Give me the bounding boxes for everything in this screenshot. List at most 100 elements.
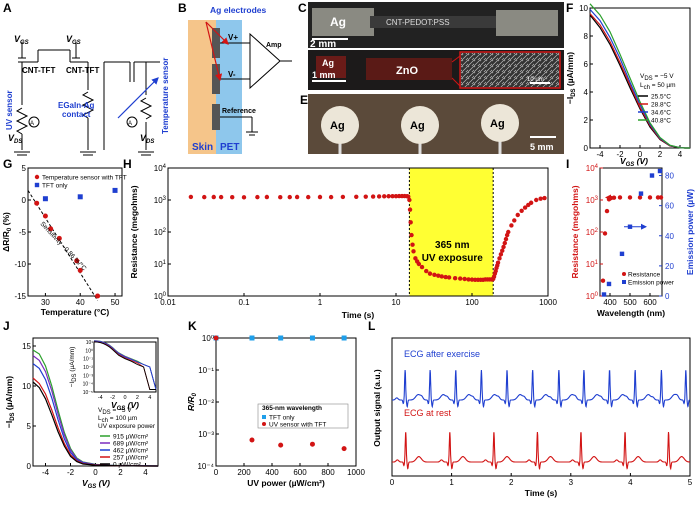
f-annot-lch: Lch = 50 µm [640, 82, 676, 91]
h-point [462, 276, 467, 282]
h-point [407, 207, 413, 212]
i-legend-label: Emission power [628, 280, 675, 287]
skin-label: Skin [192, 142, 213, 153]
h-point [340, 194, 346, 200]
g-ytick-label: 5 [22, 164, 27, 173]
panel-label-g: G [3, 157, 12, 171]
g-legend-marker [34, 182, 40, 188]
i-point [647, 195, 653, 200]
contact-label: EGaIn-Ag [58, 101, 95, 110]
l-ecg-exercise-line [392, 369, 690, 409]
h-point [188, 194, 194, 200]
h-xtick-label: 10 [392, 298, 401, 307]
panel-label-d: D [300, 51, 309, 65]
i-point [600, 278, 606, 283]
g-annotation: Sensitivity −0.86 %/°C [39, 220, 89, 273]
f-ytick-label: 6 [584, 60, 589, 69]
i-point [602, 231, 608, 236]
k-legend-box [257, 403, 349, 429]
k-point [278, 442, 284, 448]
i-point [604, 208, 610, 214]
k-ytick-label: 10⁻⁴ [197, 462, 214, 471]
g-xtick-label: 40 [76, 298, 85, 307]
j-inset-frame [93, 341, 157, 393]
i-y2tick-label: 60 [665, 202, 674, 211]
panel-e-ag-1: Ag [330, 120, 345, 132]
i-xtick-label: 600 [643, 298, 657, 307]
j-ytick-label: 0 [27, 462, 32, 471]
k-ytick-label: 10⁰ [202, 334, 214, 343]
j-xtick-label: 4 [143, 468, 148, 477]
h-point [542, 195, 547, 201]
panel-label-c: C [298, 1, 307, 15]
l-label-rest: ECG at rest [404, 408, 452, 418]
l-xtick-label: 4 [628, 478, 633, 487]
k-point [249, 335, 255, 341]
j-ytick-label: 15 [22, 342, 31, 351]
h-point [458, 276, 463, 281]
k-ytick-label: 10⁻¹ [198, 366, 214, 375]
h-uv-shade [409, 168, 494, 296]
h-shade-label-2: UV exposure [422, 253, 484, 264]
k-point [278, 335, 284, 341]
h-point [407, 197, 412, 203]
h-point [503, 236, 509, 242]
panel-d-film: ZnO [396, 65, 418, 77]
j-inset-ytick-label: 10⁻² [83, 365, 93, 371]
h-point [538, 196, 543, 201]
h-xtick-label: 0.01 [160, 298, 176, 307]
k-xtick-label: 1000 [347, 468, 365, 477]
i-point [638, 191, 644, 196]
g-legend-label: TFT only [42, 183, 68, 190]
h-point [443, 274, 448, 280]
l-xtick-label: 5 [688, 478, 693, 487]
k-xtick-label: 800 [321, 468, 335, 477]
h-point [241, 195, 247, 200]
h-point [469, 277, 475, 282]
cnt-tft-label-1: CNT-TFT [22, 66, 55, 75]
j-legend-title: UV exposure power [98, 423, 156, 430]
h-point [354, 194, 359, 199]
i-point [601, 292, 607, 297]
temp-arrow [117, 77, 159, 119]
i-y2tick-label: 80 [665, 172, 674, 181]
h-point [432, 272, 437, 277]
j-annot-vds: VDS = −5 V [98, 407, 132, 416]
f-xlabel: VGS (V) [620, 156, 648, 168]
f-ytick-label: 2 [584, 116, 589, 125]
h-point [509, 223, 514, 228]
j-legend-label: 0 µW/cm² [113, 462, 142, 469]
h-point [306, 194, 311, 200]
g-ytick-label: 0 [22, 196, 27, 205]
j-series-line [32, 381, 158, 467]
f-annot-vds: VDS = −5 V [640, 73, 674, 82]
panel-label-a: A [3, 1, 12, 15]
k-xtick-label: 600 [293, 468, 307, 477]
g-point [42, 196, 48, 202]
panel-label-f: F [566, 1, 573, 15]
h-point [416, 261, 422, 267]
j-ytick-label: 10 [22, 382, 31, 391]
panel-c-photo [308, 2, 564, 48]
l-ylabel: Output signal (a.u.) [372, 369, 382, 447]
f-series-line [589, 13, 690, 149]
h-xtick-label: 1000 [539, 298, 557, 307]
l-ecg-rest-line [392, 431, 690, 471]
j-xtick-label: 0 [93, 468, 98, 477]
k-xlabel: UV power (µW/cm²) [247, 478, 325, 488]
j-annot-lch: Lch = 100 µm [98, 415, 137, 424]
h-xtick-label: 100 [465, 298, 479, 307]
g-fit-line [27, 190, 99, 301]
contact-label-2: contact [62, 110, 91, 119]
cnt-tft-label-2: CNT-TFT [66, 66, 99, 75]
h-point [419, 264, 425, 270]
ag-electrodes-label: Ag electrodes [210, 5, 266, 15]
ammeter-2: A [128, 121, 132, 127]
h-point [287, 194, 292, 200]
plot-frame [215, 337, 357, 467]
i-xtick-label: 500 [623, 298, 637, 307]
h-point [317, 194, 323, 200]
panel-d-ag: Ag [322, 58, 334, 68]
